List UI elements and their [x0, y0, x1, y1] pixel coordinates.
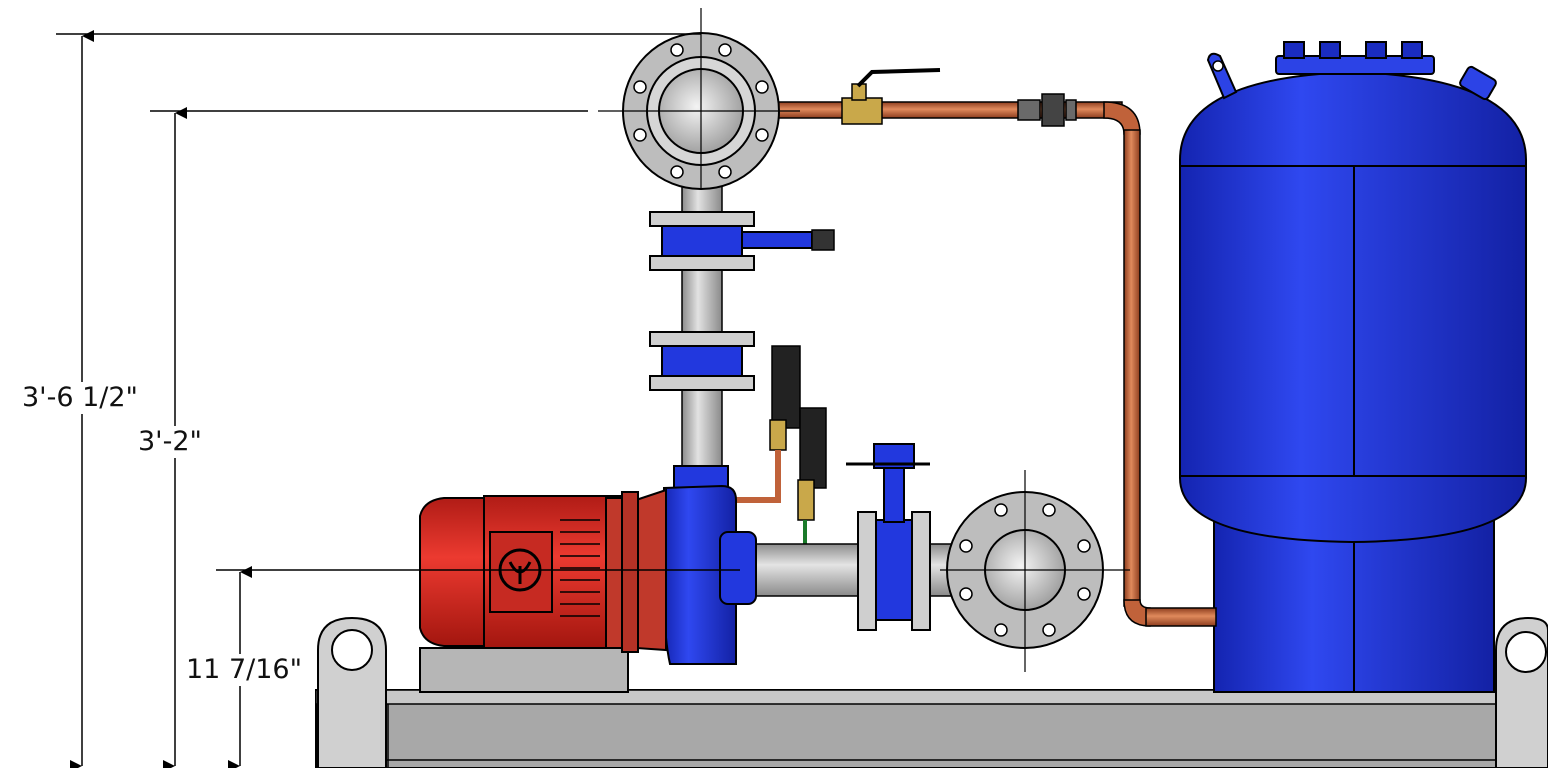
lever-handle-icon — [856, 68, 941, 88]
dimension-overall-height: 3'-6 1/2" — [20, 382, 140, 414]
lifting-lug-right — [1495, 616, 1548, 768]
dimension-discharge-height: 3'-2" — [136, 426, 204, 458]
bladder-tank — [1179, 41, 1527, 693]
electric-motor — [419, 491, 639, 653]
ball-valve — [841, 68, 941, 125]
centerlines — [598, 8, 1130, 672]
dimension-suction-height: 11 7/16" — [184, 654, 304, 686]
lifting-lug-left — [317, 616, 387, 768]
pump-volute — [635, 465, 757, 665]
discharge-pipe — [649, 185, 835, 487]
base-frame — [315, 689, 1548, 768]
motor-pedestal — [419, 647, 629, 693]
pressure-gauge — [736, 345, 827, 572]
